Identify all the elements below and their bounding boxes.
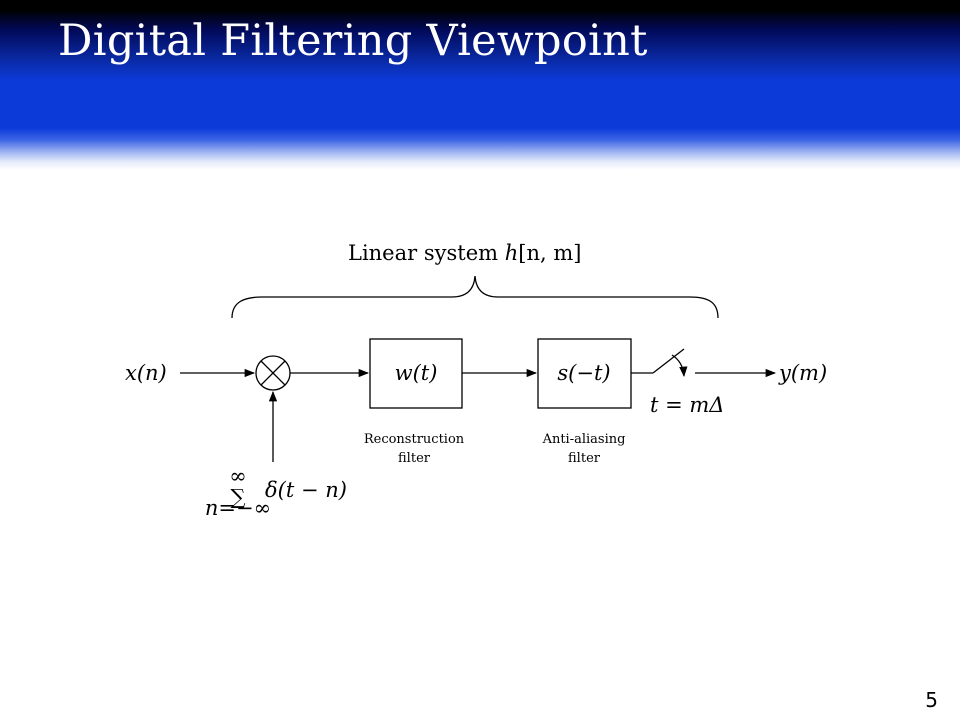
system-brace bbox=[231, 275, 719, 319]
sum-symbol: ∑ bbox=[231, 485, 246, 509]
impulse-term: δ(t − n) bbox=[265, 478, 347, 502]
reconstruction-caption-line2: filter bbox=[398, 451, 431, 466]
system-label-text: Linear system bbox=[348, 241, 505, 265]
system-label: Linear system h[n, m] bbox=[348, 241, 581, 265]
input-label: x(n) bbox=[125, 361, 167, 385]
header-band bbox=[0, 0, 960, 170]
system-label-args: [n, m] bbox=[518, 241, 581, 265]
slide-title: Digital Filtering Viewpoint bbox=[58, 16, 648, 66]
system-label-func: h bbox=[505, 241, 519, 265]
output-label: y(m) bbox=[778, 361, 827, 385]
antialias-caption-line2: filter bbox=[568, 451, 601, 466]
block-s-label: s(−t) bbox=[557, 361, 610, 385]
antialias-caption-line1: Anti-aliasing bbox=[542, 432, 626, 447]
block-w-label: w(t) bbox=[395, 361, 438, 385]
sampler-switch bbox=[652, 348, 685, 374]
reconstruction-caption-line1: Reconstruction bbox=[364, 432, 465, 447]
slide-number: 5 bbox=[925, 688, 938, 712]
impulse-train-label: ∞ ∑ n=−∞ δ(t − n) bbox=[205, 464, 347, 520]
sampler-label: t = mΔ bbox=[650, 393, 724, 417]
sum-lower-limit: n=−∞ bbox=[205, 496, 271, 520]
sampler-curve-arrow bbox=[671, 354, 688, 378]
multiplier-symbol bbox=[255, 355, 291, 391]
sum-upper-limit: ∞ bbox=[229, 464, 247, 488]
